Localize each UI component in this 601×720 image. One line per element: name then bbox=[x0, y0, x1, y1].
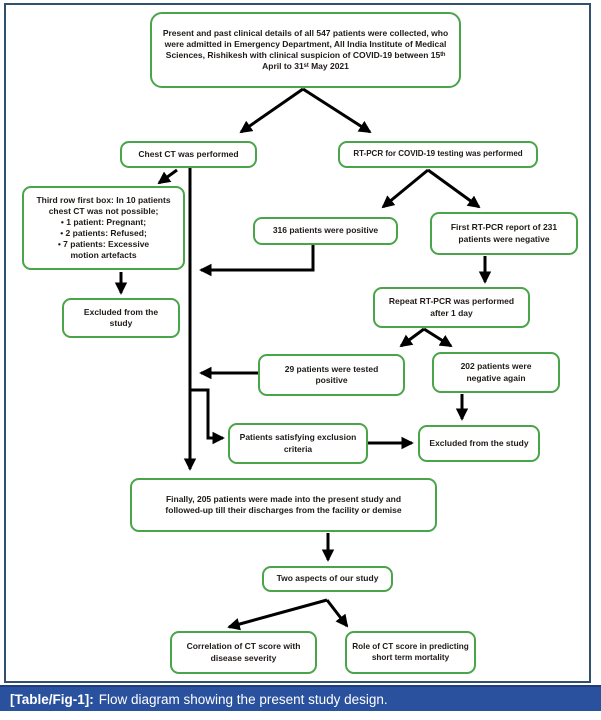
flow-box-first-negative-text: First RT-PCR report of 231 patients were… bbox=[450, 222, 558, 244]
flow-box-ct-not-possible-bullets: • 1 patient: Pregnant; • 2 patients: Ref… bbox=[51, 217, 156, 261]
flow-box-two-aspects-text: Two aspects of our study bbox=[276, 573, 379, 584]
arrow-repeat-to-29 bbox=[399, 327, 425, 348]
arrow-collection-to-rtpcr bbox=[302, 87, 372, 134]
arrow-rtpcr-to-first-negative bbox=[427, 168, 481, 209]
arrow-two-aspects-to-correlation bbox=[227, 598, 328, 631]
flow-box-316-positive-text: 316 patients were positive bbox=[272, 225, 379, 236]
flow-box-excluded-right: Excluded from the study bbox=[418, 425, 540, 462]
flow-box-role-text: Role of CT score in predicting short ter… bbox=[352, 641, 469, 662]
flow-box-chest-ct-text: Chest CT was performed bbox=[138, 148, 239, 159]
arrow-main-line-to-exclusion-criteria bbox=[190, 388, 225, 445]
bullet-item: • 7 patients: Excessive motion artefacts bbox=[57, 239, 150, 261]
flow-box-role: Role of CT score in predicting short ter… bbox=[345, 631, 476, 674]
figure-caption-label: [Table/Fig-1]: bbox=[10, 691, 94, 707]
flow-box-202-negative: 202 patients were negative again bbox=[432, 352, 560, 393]
bullet-item: • 1 patient: Pregnant; bbox=[60, 216, 147, 227]
flow-box-final-cohort-text: Finally, 205 patients were made into the… bbox=[165, 493, 402, 515]
arrow-collection-to-chest-ct bbox=[239, 87, 304, 134]
arrow-repeat-to-202 bbox=[423, 327, 453, 348]
arrow-two-aspects-to-role bbox=[325, 599, 349, 628]
flow-box-29-tested-text: 29 patients were tested positive bbox=[284, 363, 379, 385]
flow-box-excluded-left: Excluded from the study bbox=[62, 298, 180, 338]
flow-box-final-cohort: Finally, 205 patients were made into the… bbox=[130, 478, 437, 532]
flow-box-exclusion-criteria: Patients satisfying exclusion criteria bbox=[228, 423, 368, 464]
flow-box-correlation: Correlation of CT score with disease sev… bbox=[170, 631, 317, 674]
flow-box-29-tested: 29 patients were tested positive bbox=[258, 354, 405, 396]
flow-box-chest-ct: Chest CT was performed bbox=[120, 141, 257, 168]
flow-box-exclusion-criteria-text: Patients satisfying exclusion criteria bbox=[239, 432, 357, 454]
flow-box-two-aspects: Two aspects of our study bbox=[262, 566, 393, 592]
arrow-rtpcr-to-316 bbox=[381, 168, 429, 209]
flow-box-first-negative: First RT-PCR report of 231 patients were… bbox=[430, 212, 578, 255]
flow-box-repeat-rtpcr-text: Repeat RT-PCR was performed after 1 day bbox=[388, 296, 515, 318]
arrow-chest-ct-to-not-possible bbox=[157, 168, 178, 185]
flow-box-correlation-text: Correlation of CT score with disease sev… bbox=[186, 641, 301, 663]
arrow-316-to-main-line bbox=[199, 245, 315, 277]
flow-box-repeat-rtpcr: Repeat RT-PCR was performed after 1 day bbox=[373, 287, 530, 328]
flow-box-rtpcr: RT-PCR for COVID-19 testing was performe… bbox=[338, 141, 538, 168]
figure-caption-text: Flow diagram showing the present study d… bbox=[98, 691, 388, 707]
flow-box-ct-not-possible-heading: Third row first box: In 10 patients ches… bbox=[36, 194, 171, 216]
bullet-item: • 2 patients: Refused; bbox=[60, 228, 147, 238]
flow-box-collection: Present and past clinical details of all… bbox=[150, 12, 461, 88]
figure-frame-border bbox=[4, 3, 591, 683]
flow-box-316-positive: 316 patients were positive bbox=[253, 217, 398, 245]
flow-box-rtpcr-text: RT-PCR for COVID-19 testing was performe… bbox=[353, 149, 523, 159]
figure-caption-bar: [Table/Fig-1]: Flow diagram showing the … bbox=[0, 685, 601, 711]
flow-box-excluded-left-text: Excluded from the study bbox=[83, 306, 159, 328]
flow-box-excluded-right-text: Excluded from the study bbox=[429, 437, 529, 448]
flow-box-collection-text: Present and past clinical details of all… bbox=[162, 27, 449, 72]
flow-box-202-negative-text: 202 patients were negative again bbox=[460, 361, 532, 383]
flow-box-ct-not-possible: Third row first box: In 10 patients ches… bbox=[22, 186, 185, 270]
